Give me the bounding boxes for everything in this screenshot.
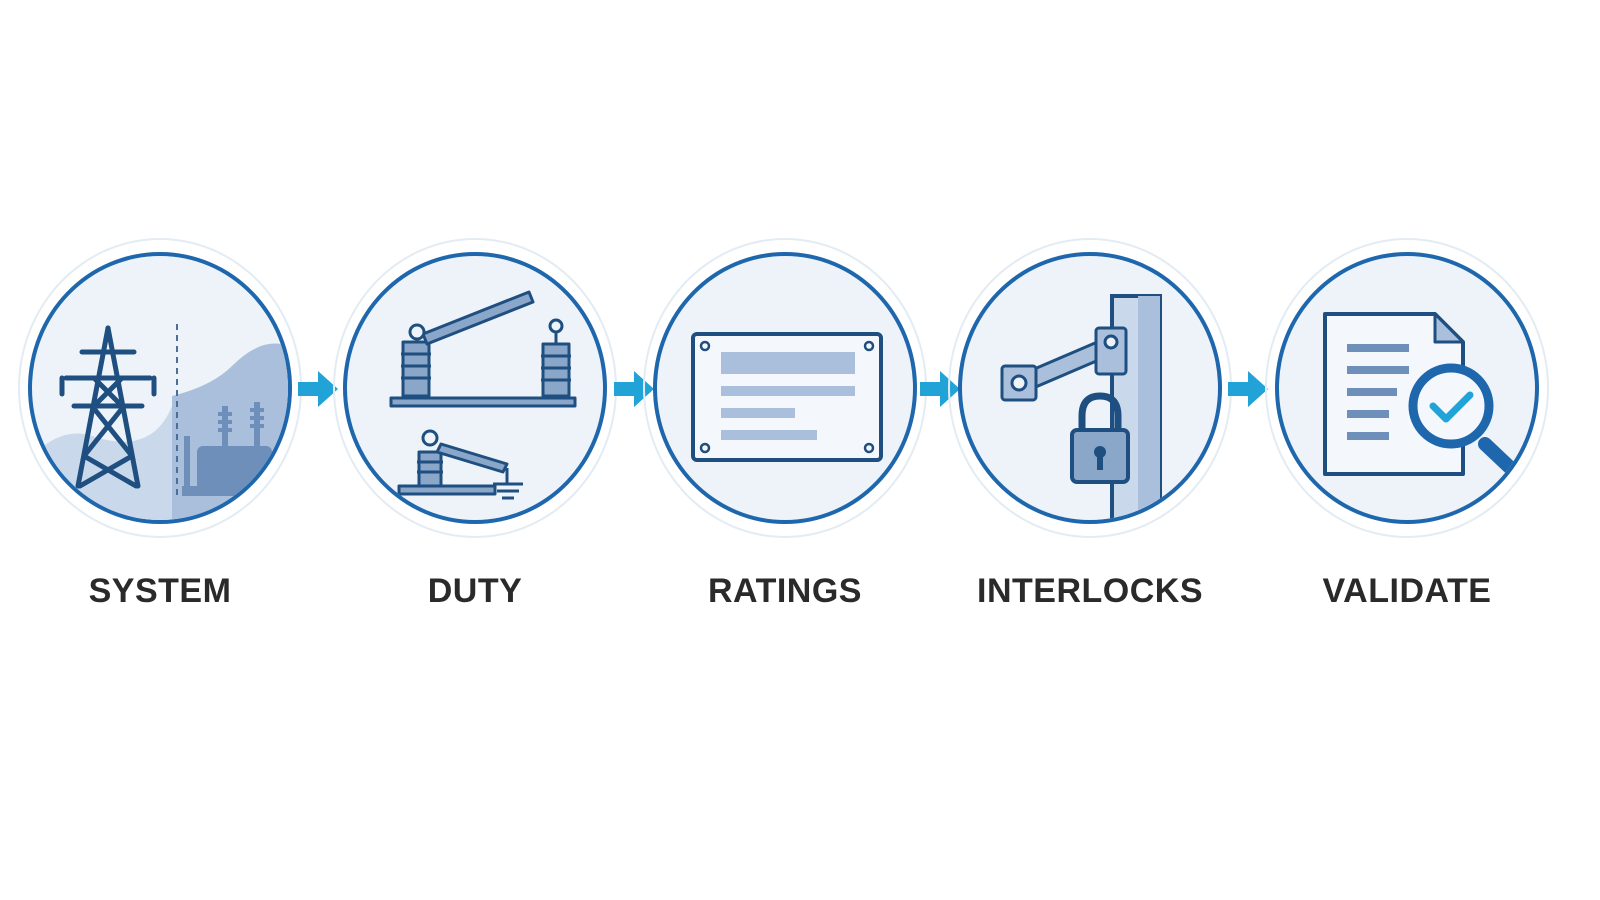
step-label-ratings: RATINGS [708,572,862,610]
step-label-duty: DUTY [427,572,523,610]
step-circle [653,252,917,524]
disconnect-switch-icon [389,290,577,500]
step-ratings [640,238,930,538]
transmission-tower-icon [32,324,288,520]
step-system [15,238,305,538]
step-circle [343,252,607,524]
step-circle [958,252,1222,524]
step-circle [1275,252,1539,524]
step-circle [28,252,292,524]
right-arrow-icon [298,371,338,407]
document-check-icon [1323,312,1528,485]
padlock-interlock-icon [1000,294,1162,520]
right-arrow-icon [1228,371,1268,407]
step-validate [1262,238,1552,538]
step-label-interlocks: INTERLOCKS [977,572,1203,610]
step-label-system: SYSTEM [88,572,232,610]
step-duty [330,238,620,538]
step-label-validate: VALIDATE [1322,572,1492,610]
nameplate-icon [691,332,883,462]
step-interlocks [945,238,1235,538]
